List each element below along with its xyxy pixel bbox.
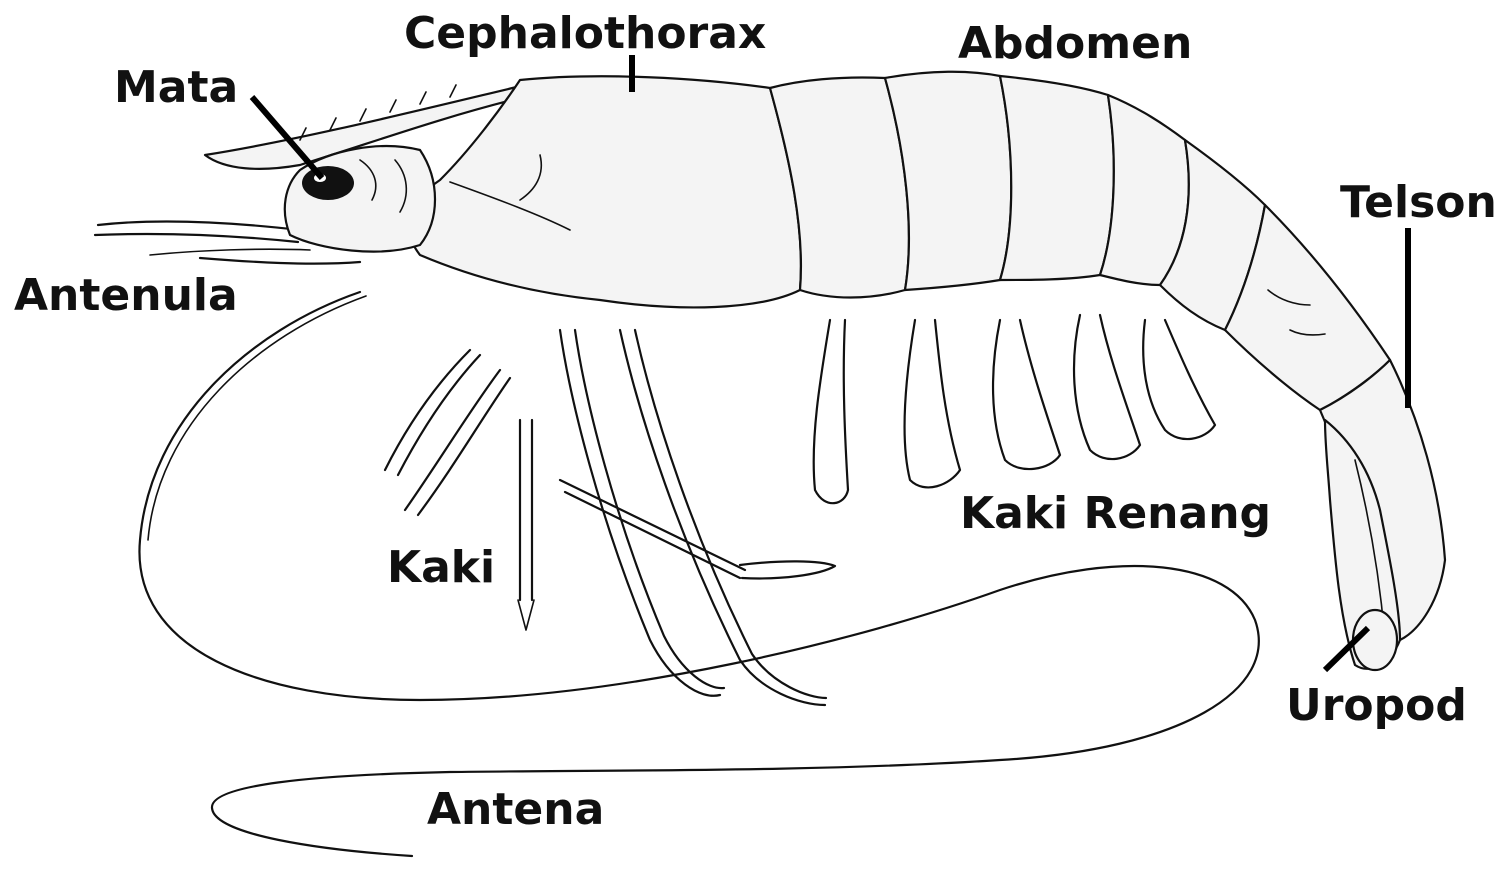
swimming-legs-drawing [814, 315, 1215, 503]
label-kaki-renang: Kaki Renang [960, 488, 1271, 539]
abdomen-drawing [770, 72, 1390, 410]
label-kaki: Kaki [387, 542, 495, 593]
label-antenula: Antenula [14, 270, 238, 321]
label-abdomen: Abdomen [958, 18, 1192, 69]
label-mata: Mata [114, 62, 238, 113]
eye-icon [302, 166, 354, 200]
label-uropod: Uropod [1286, 680, 1467, 731]
label-telson: Telson [1340, 177, 1497, 228]
tail-fan-drawing [1320, 360, 1445, 670]
walking-legs-drawing [385, 330, 835, 705]
label-cephalothorax: Cephalothorax [404, 8, 766, 59]
label-antena: Antena [427, 784, 604, 835]
